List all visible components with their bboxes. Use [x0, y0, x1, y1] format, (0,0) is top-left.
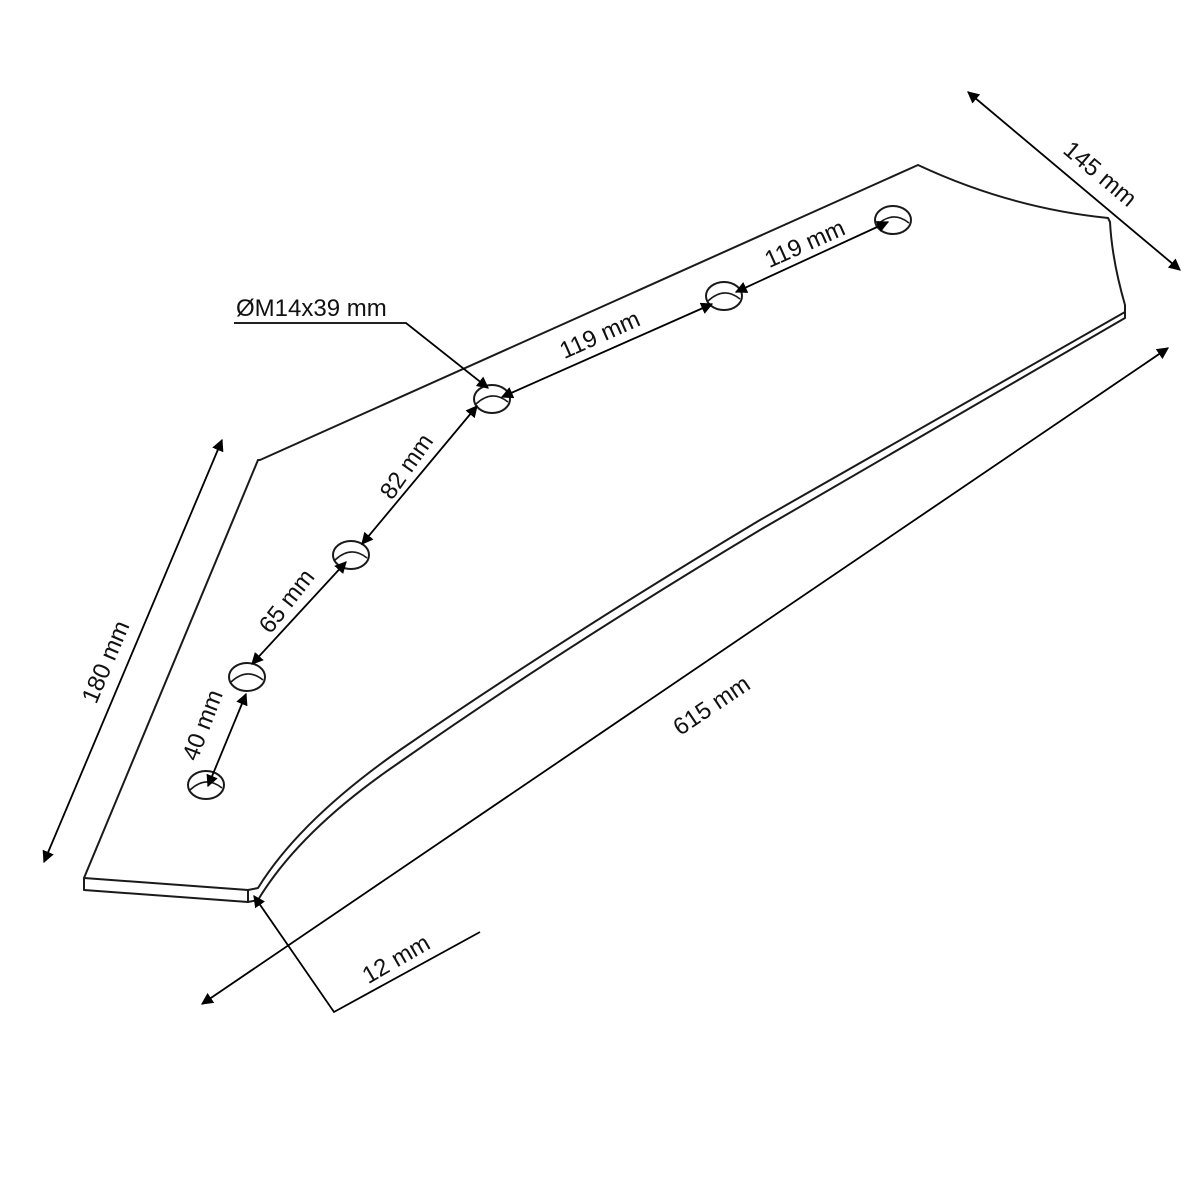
bolt-hole-2	[228, 662, 266, 692]
dim-line-180	[42, 438, 224, 864]
bolt-hole-6	[874, 205, 912, 235]
label-180: 180 mm	[77, 617, 136, 707]
plate-bottom-edge	[83, 877, 249, 903]
label-145: 145 mm	[1058, 136, 1142, 212]
bolt-hole-3	[332, 540, 370, 570]
label-615: 615 mm	[668, 670, 755, 741]
dim-line-12	[253, 895, 481, 1014]
bolt-hole-1	[187, 770, 225, 800]
bolt-hole-4	[473, 384, 511, 414]
leader-hole-spec	[234, 322, 489, 389]
dim-line-82	[361, 405, 478, 545]
label-119-b: 119 mm	[761, 215, 850, 274]
label-82: 82 mm	[375, 429, 439, 505]
dim-line-119-b	[734, 221, 890, 293]
dim-line-145	[967, 91, 1181, 271]
dim-line-615	[201, 347, 1169, 1005]
plate-top-face	[83, 164, 1126, 891]
dim-line-65	[251, 561, 347, 665]
bolt-hole-5	[705, 281, 743, 311]
plate-cutting-edge	[247, 311, 1126, 903]
dim-line-119-a	[500, 302, 714, 399]
label-hole-spec: ØM14x39 mm	[236, 295, 387, 322]
dim-line-40	[206, 692, 248, 788]
label-12: 12 mm	[358, 929, 435, 989]
label-119-a: 119 mm	[556, 306, 645, 365]
